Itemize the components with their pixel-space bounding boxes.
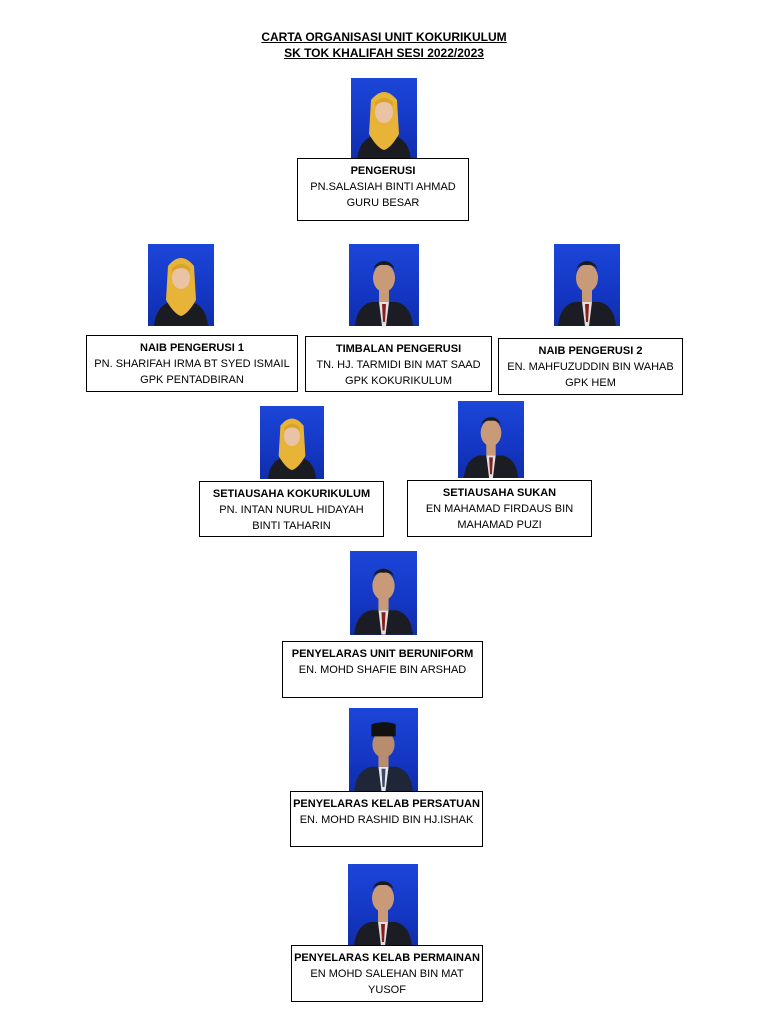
pengerusi-role: PENGERUSI <box>350 165 416 177</box>
penyelaras-kelab-persatuan-role: PENYELARAS KELAB PERSATUAN <box>293 798 480 810</box>
pengerusi-photo <box>351 78 417 160</box>
setiausaha-sukan-role: SETIAUSAHA SUKAN <box>442 487 557 499</box>
man-portrait-icon <box>350 551 417 635</box>
naib-pengerusi-2-photo <box>554 244 620 326</box>
man-portrait-icon <box>348 864 418 946</box>
chart-title-line-2: SK TOK KHALIFAH SESI 2022/2023 <box>284 46 484 60</box>
man-portrait-icon <box>554 244 620 326</box>
setiausaha-sukan-photo <box>458 401 524 478</box>
timbalan-pengerusi-box: TIMBALAN PENGERUSI TN. HJ. TARMIDI BIN M… <box>305 336 492 392</box>
timbalan-pengerusi-name: TN. HJ. TARMIDI BIN MAT SAAD <box>316 359 481 371</box>
man-portrait-icon <box>458 401 524 478</box>
penyelaras-beruniform-box: PENYELARAS UNIT BERUNIFORM EN. MOHD SHAF… <box>282 641 483 698</box>
naib-pengerusi-2-name: EN. MAHFUZUDDIN BIN WAHAB <box>507 361 674 373</box>
penyelaras-kelab-permainan-name-2: YUSOF <box>368 984 406 996</box>
chart-title-line-1: CARTA ORGANISASI UNIT KOKURIKULUM <box>261 30 507 44</box>
penyelaras-beruniform-role: PENYELARAS UNIT BERUNIFORM <box>291 648 474 660</box>
naib-pengerusi-2-box: NAIB PENGERUSI 2 EN. MAHFUZUDDIN BIN WAH… <box>498 338 683 395</box>
setiausaha-sukan-name-2: MAHAMAD PUZI <box>457 519 542 531</box>
setiausaha-kokurikulum-name-1: PN. INTAN NURUL HIDAYAH <box>219 504 364 516</box>
setiausaha-kokurikulum-box: SETIAUSAHA KOKURIKULUM PN. INTAN NURUL H… <box>199 481 384 537</box>
pengerusi-name: PN.SALASIAH BINTI AHMAD <box>310 181 456 193</box>
man-songkok-portrait-icon <box>349 708 418 791</box>
setiausaha-sukan-name-1: EN MAHAMAD FIRDAUS BIN <box>425 503 574 515</box>
man-portrait-icon <box>349 244 419 326</box>
woman-hijab-portrait-icon <box>260 406 324 479</box>
setiausaha-kokurikulum-role: SETIAUSAHA KOKURIKULUM <box>212 488 371 500</box>
naib-pengerusi-2-role: NAIB PENGERUSI 2 <box>538 345 643 357</box>
naib-pengerusi-1-box: NAIB PENGERUSI 1 PN. SHARIFAH IRMA BT SY… <box>86 335 298 392</box>
penyelaras-beruniform-photo <box>350 551 417 635</box>
woman-hijab-portrait-icon <box>351 78 417 160</box>
naib-pengerusi-2-position: GPK HEM <box>565 377 616 389</box>
naib-pengerusi-1-role: NAIB PENGERUSI 1 <box>140 342 244 354</box>
penyelaras-kelab-permainan-name-1: EN MOHD SALEHAN BIN MAT <box>310 968 464 980</box>
setiausaha-kokurikulum-name-2: BINTI TAHARIN <box>252 520 331 532</box>
penyelaras-beruniform-name: EN. MOHD SHAFIE BIN ARSHAD <box>298 664 467 676</box>
penyelaras-kelab-permainan-photo <box>348 864 418 946</box>
penyelaras-kelab-permainan-role: PENYELARAS KELAB PERMAINAN <box>294 952 480 964</box>
timbalan-pengerusi-role: TIMBALAN PENGERUSI <box>335 343 462 355</box>
pengerusi-box: PENGERUSI PN.SALASIAH BINTI AHMAD GURU B… <box>297 158 469 221</box>
timbalan-pengerusi-photo <box>349 244 419 326</box>
naib-pengerusi-1-photo <box>148 244 214 326</box>
pengerusi-position: GURU BESAR <box>346 197 420 209</box>
setiausaha-sukan-box: SETIAUSAHA SUKAN EN MAHAMAD FIRDAUS BIN … <box>407 480 592 537</box>
setiausaha-kokurikulum-photo <box>260 406 324 479</box>
penyelaras-kelab-permainan-box: PENYELARAS KELAB PERMAINAN EN MOHD SALEH… <box>291 945 483 1002</box>
penyelaras-kelab-persatuan-name: EN. MOHD RASHID BIN HJ.ISHAK <box>299 814 474 826</box>
penyelaras-kelab-persatuan-photo <box>349 708 418 791</box>
naib-pengerusi-1-name: PN. SHARIFAH IRMA BT SYED ISMAIL <box>94 358 290 370</box>
naib-pengerusi-1-position: GPK PENTADBIRAN <box>140 374 244 386</box>
timbalan-pengerusi-position: GPK KOKURIKULUM <box>345 375 452 387</box>
woman-hijab-portrait-icon <box>148 244 214 326</box>
penyelaras-kelab-persatuan-box: PENYELARAS KELAB PERSATUAN EN. MOHD RASH… <box>290 791 483 847</box>
